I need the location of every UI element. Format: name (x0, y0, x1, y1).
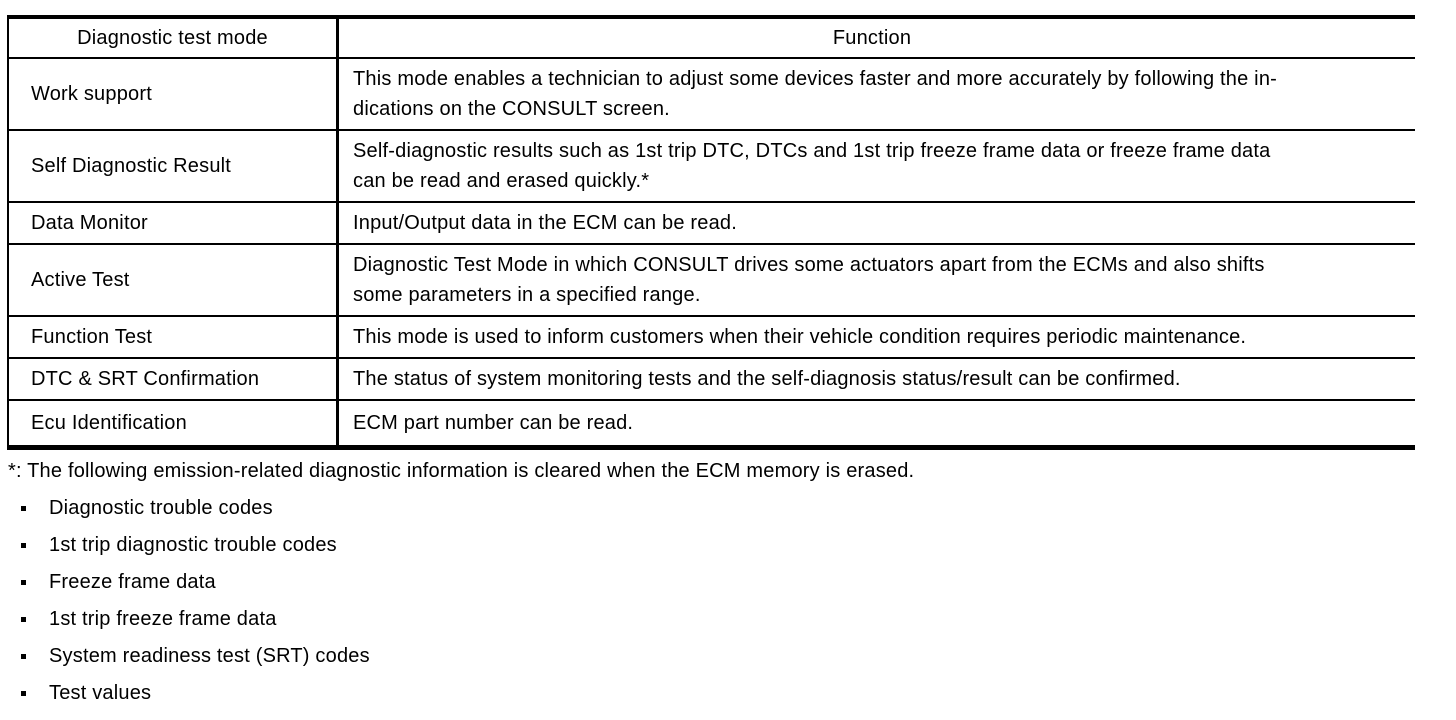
document-page: Diagnostic test mode Function Work suppo… (7, 15, 1456, 705)
cleared-info-bullet-list-group-2: System readiness test (SRT) codes Test v… (7, 644, 1456, 705)
cell-function: Input/Output data in the ECM can be read… (353, 212, 737, 234)
bullet-item-label: Diagnostic trouble codes (49, 497, 273, 519)
cell-function: Self-diagnostic results such as 1st trip… (353, 140, 1271, 192)
bullet-icon (21, 506, 26, 511)
bullet-item-label: Test values (49, 682, 152, 704)
erased-memory-footnote: *: The following emission-related diagno… (8, 460, 915, 482)
table-header-row: Diagnostic test mode Function (9, 19, 1415, 59)
cell-function: Diagnostic Test Mode in which CONSULT dr… (353, 254, 1265, 306)
bullet-icon (21, 543, 26, 548)
list-item: Freeze frame data (7, 570, 1456, 594)
cell-mode: Function Test (9, 317, 339, 357)
bullet-item-label: 1st trip freeze frame data (49, 608, 277, 630)
list-item: System readiness test (SRT) codes (7, 644, 1456, 668)
cell-mode: Work support (9, 59, 339, 129)
bullet-icon (21, 691, 26, 696)
table-row-dtc-srt-confirmation: DTC & SRT Confirmation The status of sys… (9, 359, 1415, 401)
table-row-active-test: Active Test Diagnostic Test Mode in whic… (9, 245, 1415, 317)
cell-function: ECM part number can be read. (353, 412, 634, 434)
cell-function: The status of system monitoring tests an… (353, 368, 1181, 390)
column-header-diagnostic-test-mode: Diagnostic test mode (9, 19, 339, 57)
column-header-function: Function (832, 27, 912, 49)
cell-function: This mode enables a technician to adjust… (353, 68, 1278, 120)
bullet-item-label: System readiness test (SRT) codes (49, 645, 370, 667)
bullet-icon (21, 654, 26, 659)
list-item: 1st trip freeze frame data (7, 607, 1456, 631)
diagnostic-test-mode-table: Diagnostic test mode Function Work suppo… (7, 15, 1415, 450)
cell-mode: DTC & SRT Confirmation (9, 359, 339, 399)
bullet-item-label: Freeze frame data (49, 571, 216, 593)
table-row-ecu-identification: Ecu Identification ECM part number can b… (9, 401, 1415, 445)
cell-function: This mode is used to inform customers wh… (353, 326, 1247, 348)
list-item: Diagnostic trouble codes (7, 496, 1456, 520)
list-item: 1st trip diagnostic trouble codes (7, 533, 1456, 557)
cell-mode: Self Diagnostic Result (9, 131, 339, 201)
bullet-item-label: 1st trip diagnostic trouble codes (49, 534, 337, 556)
bullet-icon (21, 580, 26, 585)
cell-mode: Ecu Identification (9, 401, 339, 445)
table-row-self-diagnostic-result: Self Diagnostic Result Self-diagnostic r… (9, 131, 1415, 203)
table-row-data-monitor: Data Monitor Input/Output data in the EC… (9, 203, 1415, 245)
cell-mode: Data Monitor (9, 203, 339, 243)
list-item: Test values (7, 681, 1456, 705)
table-row-work-support: Work support This mode enables a technic… (9, 59, 1415, 131)
cleared-info-bullet-list-group-1: Diagnostic trouble codes 1st trip diagno… (7, 496, 1456, 631)
bullet-icon (21, 617, 26, 622)
table-row-function-test: Function Test This mode is used to infor… (9, 317, 1415, 359)
cell-mode: Active Test (9, 245, 339, 315)
